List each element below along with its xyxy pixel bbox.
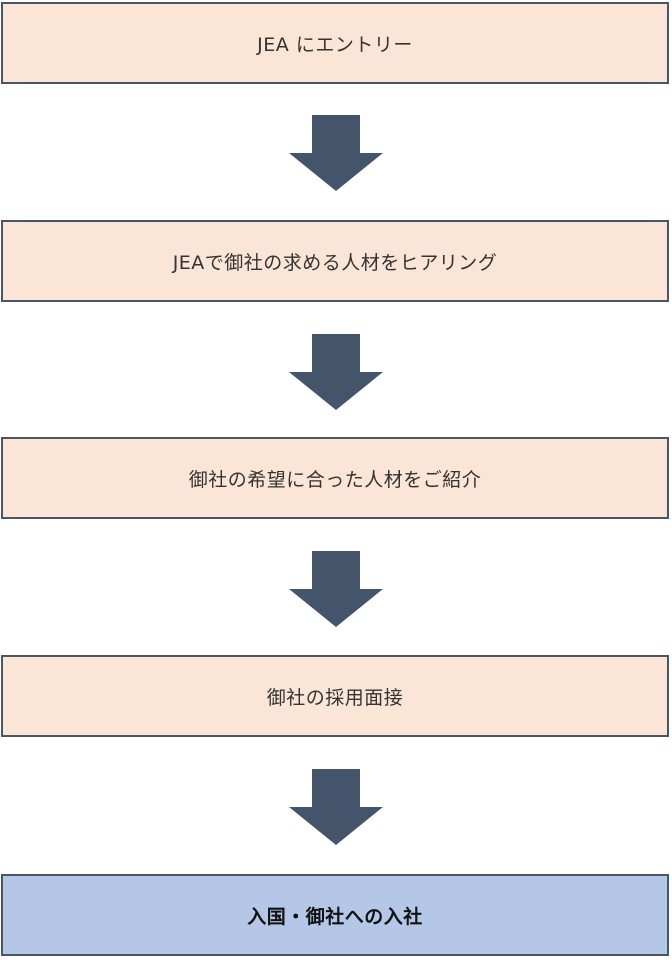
down-arrow-icon bbox=[289, 769, 383, 845]
step-joining-label: 入国・御社への入社 bbox=[247, 905, 423, 928]
step-hearing-label: JEAで御社の求める人材をヒアリング bbox=[172, 251, 498, 274]
down-arrow-icon bbox=[289, 115, 383, 191]
step-introduction: 御社の希望に合った人材をご紹介 bbox=[1, 437, 669, 519]
step-interview: 御社の採用面接 bbox=[1, 655, 669, 737]
down-arrow-icon bbox=[289, 551, 383, 627]
down-arrow-icon bbox=[289, 334, 383, 410]
step-entry-label: JEA にエントリー bbox=[257, 33, 413, 56]
step-interview-label: 御社の採用面接 bbox=[266, 686, 404, 709]
step-introduction-label: 御社の希望に合った人材をご紹介 bbox=[188, 468, 482, 491]
step-entry: JEA にエントリー bbox=[1, 2, 669, 84]
step-hearing: JEAで御社の求める人材をヒアリング bbox=[1, 220, 669, 302]
step-joining: 入国・御社への入社 bbox=[1, 874, 669, 956]
